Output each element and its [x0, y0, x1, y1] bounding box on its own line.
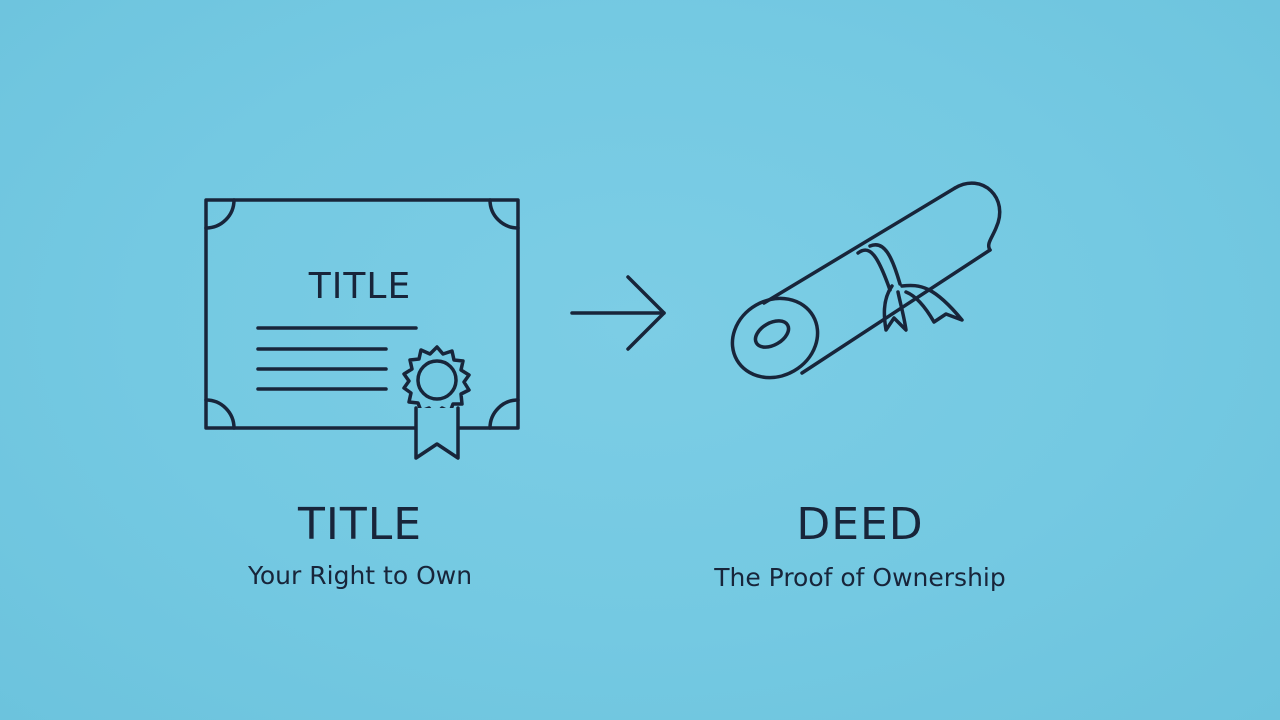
deed-heading: DEED: [796, 499, 924, 550]
deed-label-block: DEED The Proof of Ownership: [680, 500, 1040, 594]
title-subtitle: Your Right to Own: [247, 561, 473, 590]
scroll-icon: [730, 181, 1002, 380]
title-heading: TITLE: [297, 499, 423, 550]
title-label-block: TITLE Your Right to Own: [210, 500, 510, 592]
certificate-title-text: TITLE: [308, 266, 412, 307]
arrow-right-icon: [570, 275, 666, 351]
deed-subtitle: The Proof of Ownership: [714, 563, 1006, 592]
certificate-icon: [204, 198, 520, 460]
